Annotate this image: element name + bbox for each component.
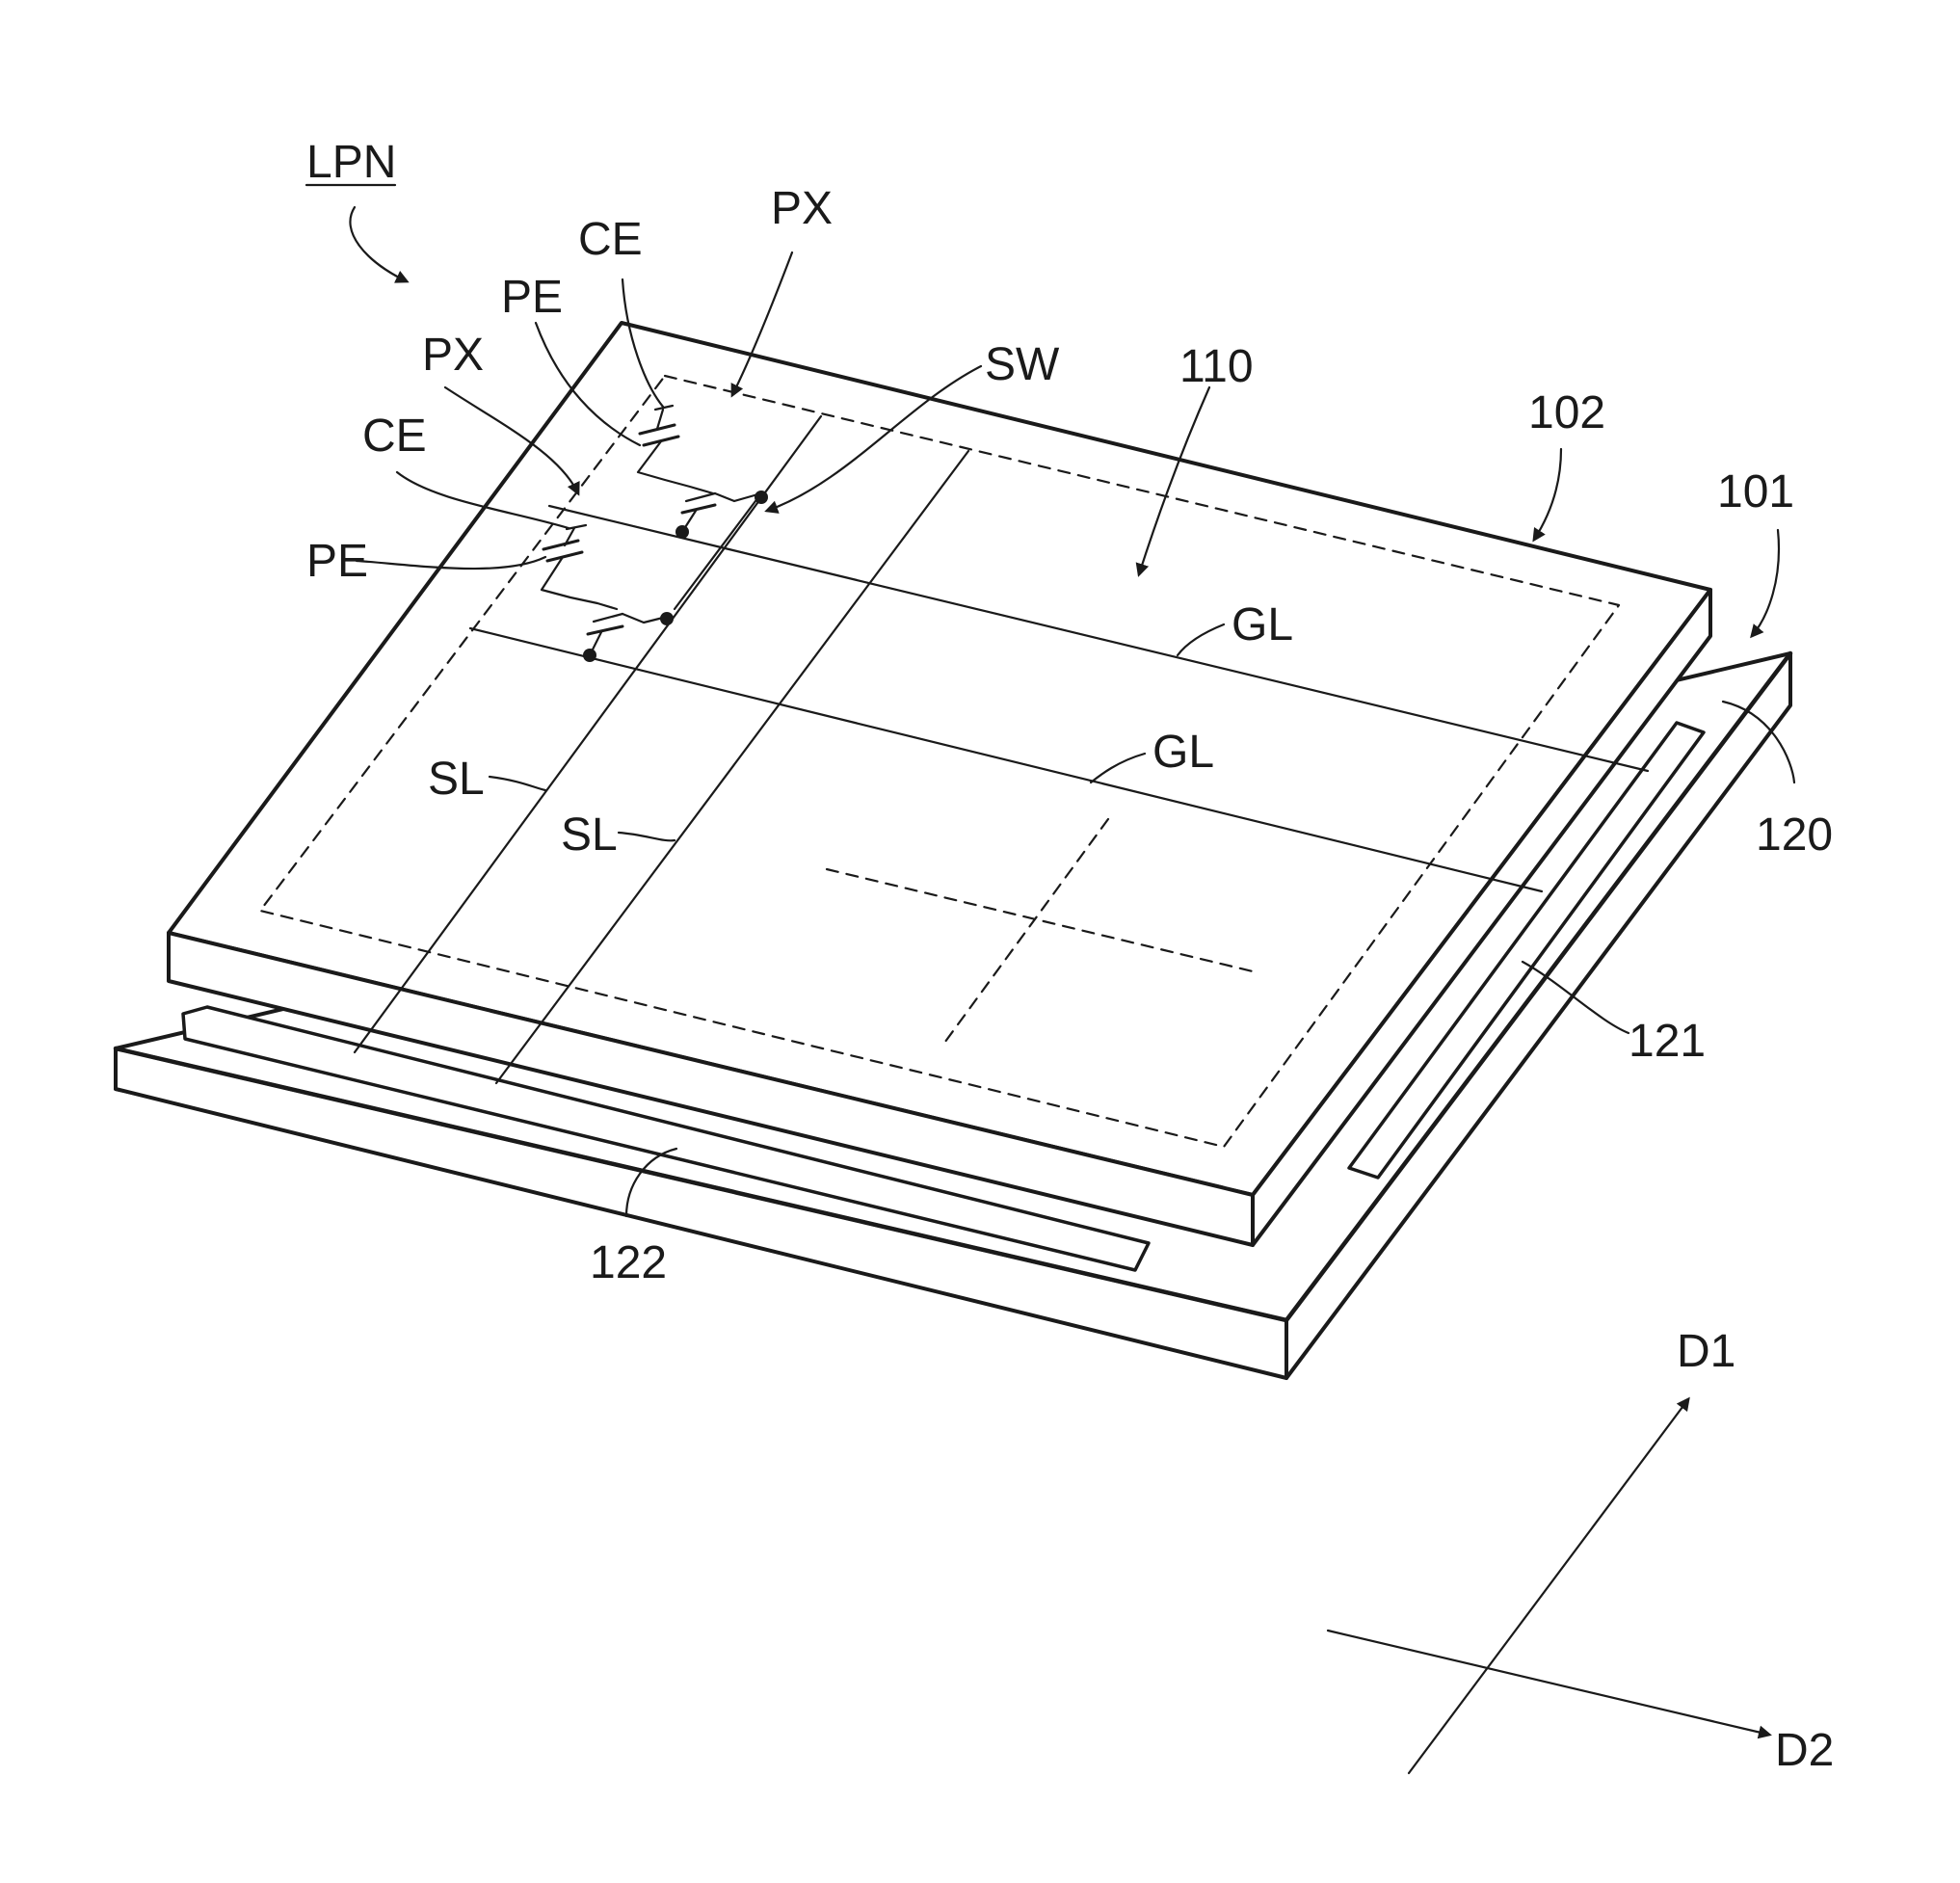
node-upper-signal — [755, 491, 768, 504]
sub-102-leader-arrow — [1534, 449, 1561, 540]
label-sw: SW — [985, 339, 1060, 390]
axis-d1-line — [1409, 1399, 1688, 1773]
label-px-top: PX — [771, 183, 833, 234]
lpn-leader-arrow — [350, 207, 407, 281]
node-lower-gate — [583, 649, 596, 662]
label-ce-top: CE — [578, 214, 643, 265]
label-ce-left: CE — [362, 411, 427, 462]
label-d1: D1 — [1677, 1326, 1735, 1377]
label-gl-lower: GL — [1152, 727, 1214, 778]
label-102: 102 — [1528, 387, 1605, 438]
label-d2: D2 — [1775, 1725, 1834, 1776]
label-pe-left: PE — [306, 536, 368, 587]
axis-d2-line — [1328, 1631, 1769, 1735]
sub-101-leader-arrow — [1752, 530, 1779, 636]
label-120: 120 — [1756, 809, 1833, 861]
label-122: 122 — [590, 1237, 667, 1288]
label-gl-upper: GL — [1232, 599, 1293, 650]
label-sl-left: SL — [428, 754, 485, 805]
label-sl-right: SL — [561, 809, 618, 861]
node-lower-signal — [660, 612, 674, 625]
label-pe-top: PE — [501, 272, 563, 323]
label-lpn: LPN — [306, 137, 396, 188]
label-121: 121 — [1629, 1016, 1706, 1067]
label-110: 110 — [1179, 341, 1254, 392]
label-px-left: PX — [422, 330, 484, 381]
node-upper-gate — [675, 525, 689, 539]
label-101: 101 — [1717, 466, 1794, 517]
